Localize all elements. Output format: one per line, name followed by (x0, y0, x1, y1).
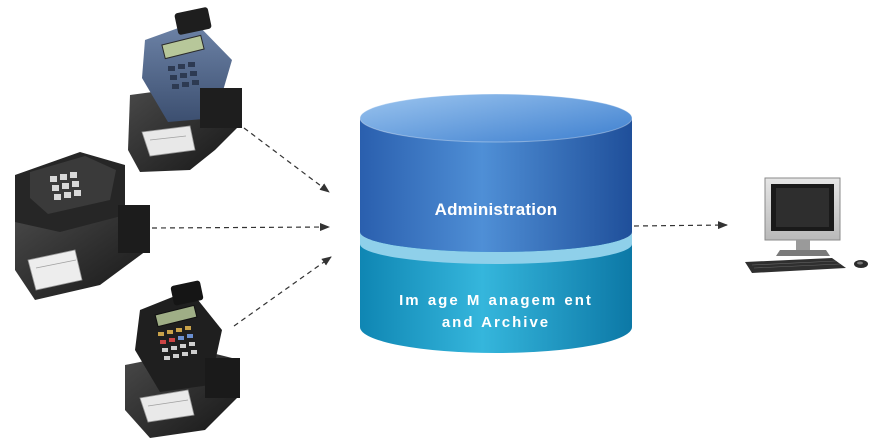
terminal-1-icon (128, 7, 242, 172)
database-bottom-label: Im age M anagem ent and Archive (360, 290, 632, 334)
database-bottom-label-line1: Im age M anagem ent (399, 292, 593, 309)
arrow-terminal-2-to-database (151, 223, 330, 232)
database-top-label: Administration (434, 200, 558, 219)
terminal-2-icon (15, 152, 150, 300)
workstation-icon (745, 177, 868, 273)
database-cylinder (359, 93, 633, 353)
arrow-terminal-1-to-database (243, 127, 330, 193)
terminal-3-icon (125, 280, 240, 438)
database-bottom-label-line2: and Archive (441, 314, 551, 331)
arrow-database-to-workstation (633, 221, 728, 230)
arrow-terminal-3-to-database (233, 256, 332, 327)
